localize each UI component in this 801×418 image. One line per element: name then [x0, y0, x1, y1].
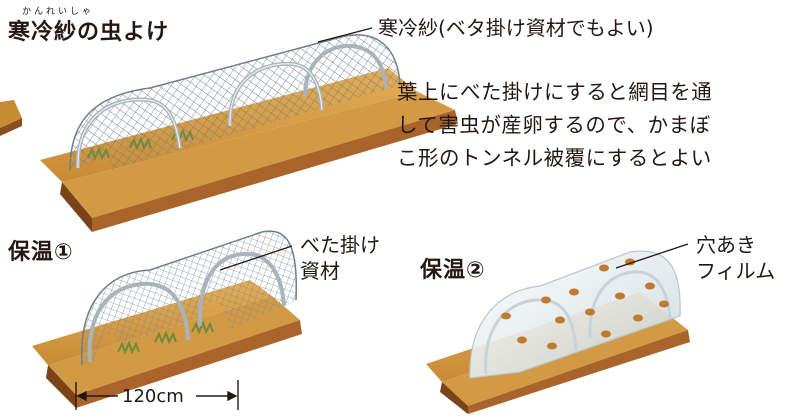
cold-cloth-title: 寒冷紗の虫よけ [8, 20, 170, 45]
width-dimension-arrow [75, 380, 239, 410]
warm2-leader-line [615, 243, 689, 269]
cold-cloth-leader-line [317, 27, 373, 43]
warm2-title: 保温② [420, 258, 486, 283]
warm1-title: 保温① [8, 240, 74, 265]
edge-soil-fragment [0, 100, 22, 136]
warm2-label-line-1: 穴あき [696, 233, 756, 257]
warm2-tunnel-illustration [426, 250, 690, 414]
note-line-3: こ形のトンネル被覆にするとよい [397, 146, 712, 170]
warm1-label-line-2: 資材 [300, 259, 340, 283]
warm2-label-line-2: フィルム [696, 259, 776, 283]
cold-cloth-note: 葉上にべた掛けにすると網目を通 して害虫が産卵するので、かまぼ こ形のトンネル被… [397, 76, 712, 175]
title-furigana: かんれいしゃ [22, 7, 95, 17]
warm1-leader-line [219, 245, 293, 271]
cold-cloth-tunnel-illustration [40, 34, 458, 232]
warm2-label: 穴あき フィルム [696, 232, 775, 284]
warm1-label: べた掛け 資材 [300, 232, 380, 284]
cold-cloth-label: 寒冷紗(ベタ掛け資材でもよい) [378, 16, 654, 40]
note-line-2: して害虫が産卵するので、かまぼ [397, 113, 711, 137]
warm1-tunnel-illustration [32, 230, 302, 408]
note-line-1: 葉上にべた掛けにすると網目を通 [397, 80, 713, 104]
width-dimension-label: 120cm [122, 386, 184, 407]
warm1-label-line-1: べた掛け [300, 233, 380, 257]
